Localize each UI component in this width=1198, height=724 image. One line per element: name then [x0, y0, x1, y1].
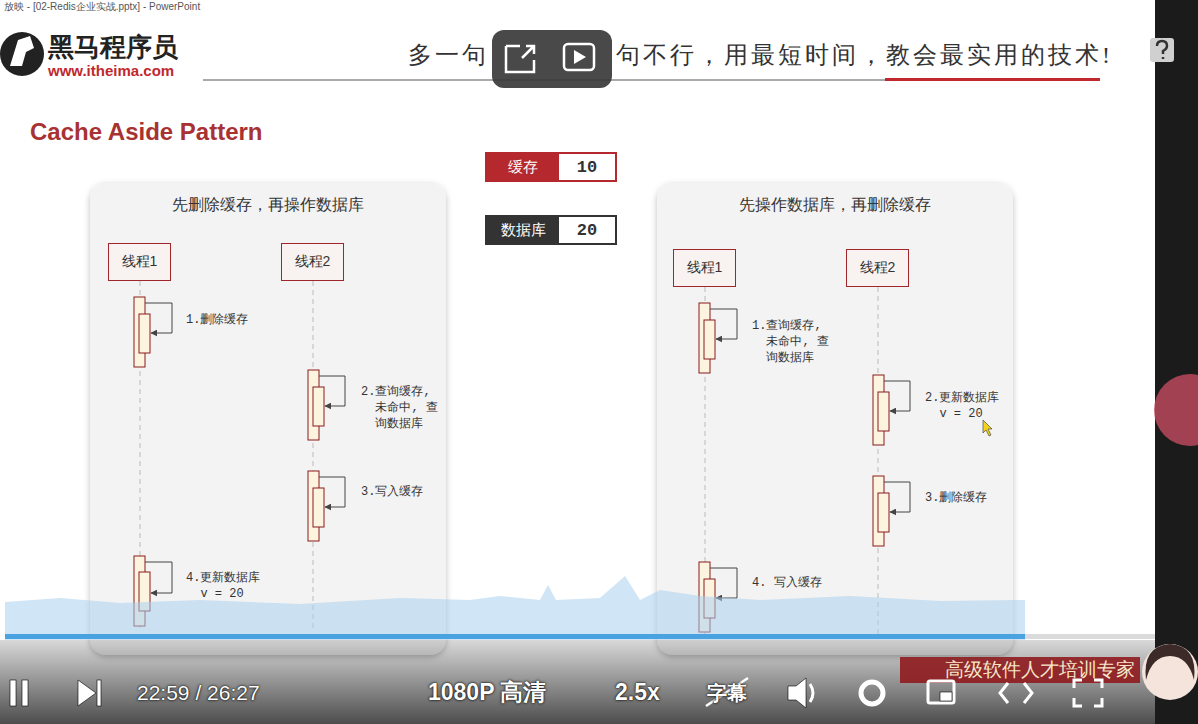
lifelines — [140, 281, 878, 635]
red-banner — [900, 657, 1140, 683]
progress-played — [5, 634, 1025, 639]
thread-box: 线程2 — [281, 243, 344, 281]
thread-name: 线程1 — [122, 253, 158, 271]
step-label: 1.查询缓存, 未命中, 查询数据库 — [752, 318, 838, 366]
thread-box: 线程2 — [846, 249, 909, 287]
overlay-controls — [492, 30, 612, 88]
screen-edge — [1155, 0, 1198, 724]
activation-bars — [134, 297, 889, 632]
thread-name: 线程1 — [687, 259, 723, 277]
audio-waveform — [5, 576, 1025, 640]
thread-box: 线程1 — [673, 249, 736, 287]
logo-horse — [10, 36, 34, 66]
stored-value: 10 — [559, 154, 615, 180]
thread-name: 线程2 — [295, 253, 331, 271]
speed-setting: 2.5x — [615, 678, 660, 706]
help-icon — [1150, 38, 1174, 62]
side-button — [1154, 374, 1198, 446]
assistant-avatar — [1142, 644, 1198, 700]
step-label: 2.更新数据库 v = 20 — [925, 390, 1011, 422]
header-accent — [885, 78, 1100, 81]
store-name: 数据库 — [487, 217, 559, 243]
brand-name: 黑马程序员 — [48, 32, 178, 62]
assistant-hair — [1146, 644, 1195, 680]
panel-heading: 先操作数据库，再删除缓存 — [657, 195, 1013, 215]
brand-url: www.itheima.com — [48, 62, 174, 80]
mouse-cursor — [983, 420, 992, 436]
slogan-fragment: 多一句 — [408, 40, 489, 70]
window-title: 放映 - [02-Redis企业实战.pptx] - PowerPoint — [4, 1, 200, 13]
quality-setting: 1080P 高清 — [428, 678, 546, 706]
step-label: 4. 写入缓存 — [752, 575, 838, 591]
cache-value-box: 缓存10 — [485, 152, 617, 182]
subtitle-off-slash — [706, 678, 748, 706]
step-label: 3.写入缓存 — [361, 484, 447, 500]
self-call-arrows — [145, 303, 910, 598]
progress-rest — [1025, 634, 1155, 639]
database-value-box: 数据库20 — [485, 215, 617, 245]
stored-value: 20 — [559, 217, 615, 243]
slogan-fragment: 句不行，用最短时间，教会最实用的技术! — [616, 40, 1113, 70]
step-label: 3.删除缓存 — [925, 490, 1011, 506]
panel-heading: 先删除缓存，再操作数据库 — [90, 195, 446, 215]
panel-ground — [657, 183, 1013, 655]
step-label: 4.更新数据库 v = 20 — [186, 570, 272, 602]
player-controls-ground — [0, 640, 1155, 724]
store-name: 缓存 — [487, 154, 559, 180]
video-icon-play — [574, 50, 586, 64]
thread-box: 线程1 — [108, 243, 171, 281]
slide-title: Cache Aside Pattern — [30, 117, 263, 147]
subtitle-toggle: 字幕 — [707, 680, 747, 706]
help-icon-mark — [1157, 41, 1167, 59]
logo-mark — [0, 32, 44, 76]
step-label: 2.查询缓存, 未命中, 查询数据库 — [361, 384, 447, 432]
player-icons — [10, 678, 1102, 708]
video-icon — [564, 44, 594, 70]
banner-text: 高级软件人才培训专家 — [945, 658, 1135, 682]
step-label: 1.删除缓存 — [186, 312, 272, 328]
pip-icon — [506, 46, 534, 72]
thread-name: 线程2 — [860, 259, 896, 277]
play-time: 22:59 / 26:27 — [137, 680, 260, 706]
